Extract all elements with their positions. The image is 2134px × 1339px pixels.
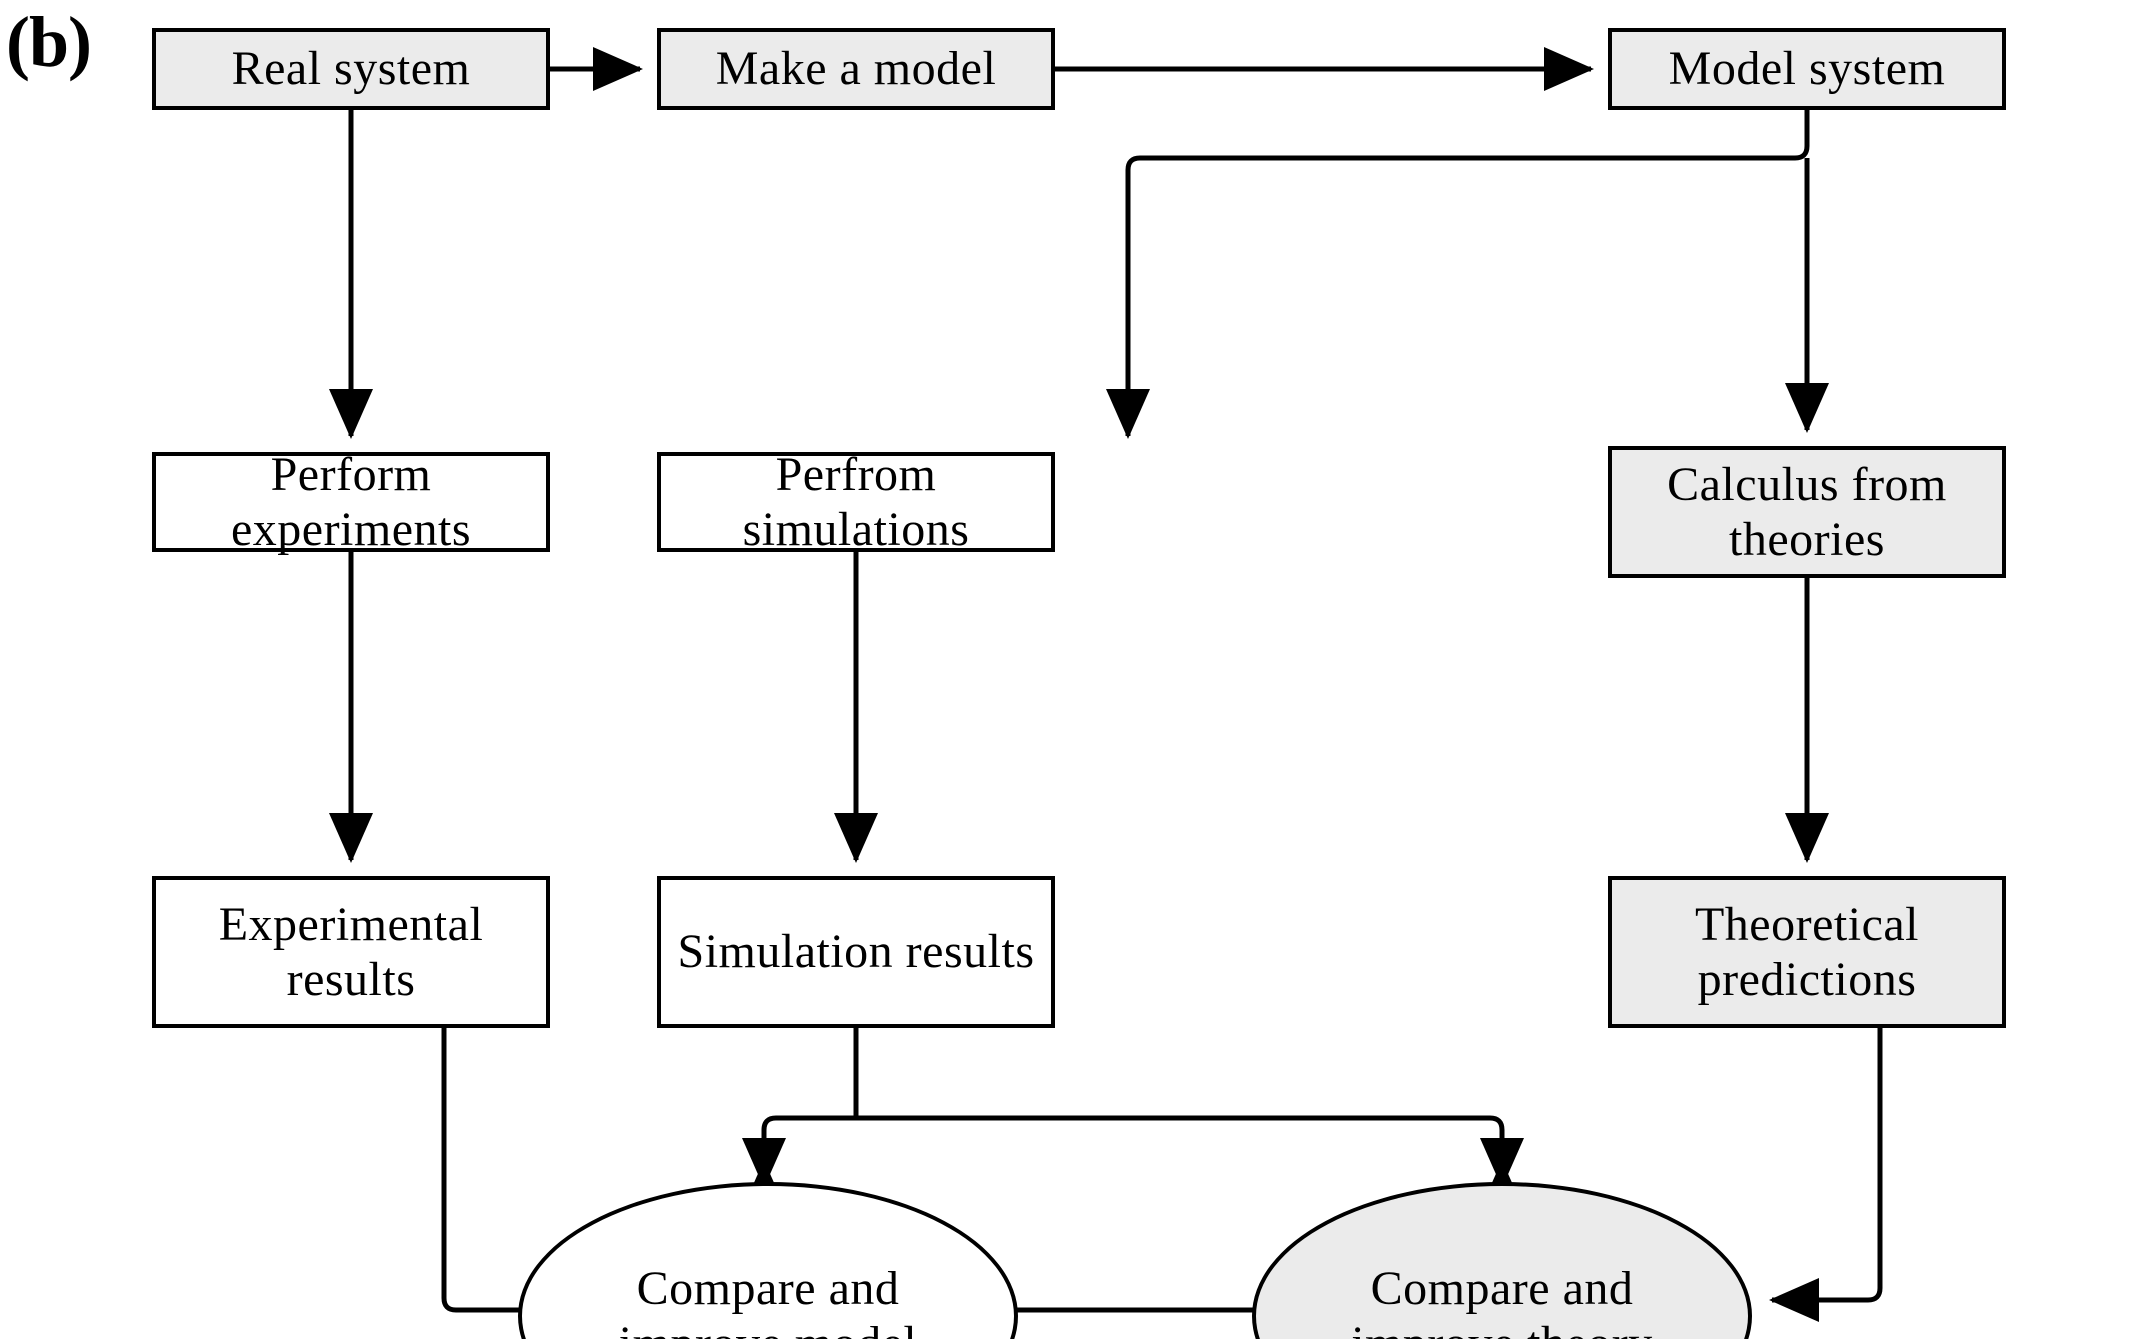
node-label-make-a-model: Make a model bbox=[715, 42, 997, 96]
node-model-system[interactable]: Model system bbox=[1608, 28, 2006, 110]
edge-simulation-results-to-compare-improve-theory bbox=[856, 1115, 1524, 1189]
edge-theoretical-predictions-to-compare-improve-theory bbox=[1768, 1028, 1883, 1322]
node-label-perform-experiments: Perform experiments bbox=[230, 447, 472, 556]
node-label-compare-improve-model: Compare and improve model bbox=[619, 1261, 917, 1339]
node-label-simulation-results: Simulation results bbox=[677, 925, 1035, 979]
node-make-a-model[interactable]: Make a model bbox=[657, 28, 1055, 110]
panel-label: (b) bbox=[6, 2, 92, 82]
node-experimental-results[interactable]: Experimental results bbox=[152, 876, 550, 1028]
node-label-perfrom-simulations: Perfrom simulations bbox=[742, 447, 970, 556]
node-label-model-system: Model system bbox=[1668, 42, 1946, 96]
edge-model-system-to-perfrom-simulations bbox=[1106, 110, 1810, 440]
node-label-theoretical-predictions: Theoretical predictions bbox=[1694, 897, 1920, 1006]
node-label-calculus-from-theories: Calculus from theories bbox=[1667, 457, 1947, 566]
node-perform-experiments[interactable]: Perform experiments bbox=[152, 448, 550, 556]
node-perfrom-simulations[interactable]: Perfrom simulations bbox=[657, 448, 1055, 556]
edge-simulation-results-to-compare-improve-model bbox=[742, 1115, 856, 1189]
node-label-experimental-results: Experimental results bbox=[218, 897, 484, 1006]
node-label-real-system: Real system bbox=[231, 42, 471, 96]
node-calculus-from-theories[interactable]: Calculus from theories bbox=[1608, 446, 2006, 578]
edge-experimental-results-bottom-bus bbox=[441, 1028, 1502, 1313]
node-label-compare-improve-theory: Compare and improve theory bbox=[1351, 1261, 1652, 1339]
node-theoretical-predictions[interactable]: Theoretical predictions bbox=[1608, 876, 2006, 1028]
node-simulation-results[interactable]: Simulation results bbox=[657, 876, 1055, 1028]
node-real-system[interactable]: Real system bbox=[152, 28, 550, 110]
